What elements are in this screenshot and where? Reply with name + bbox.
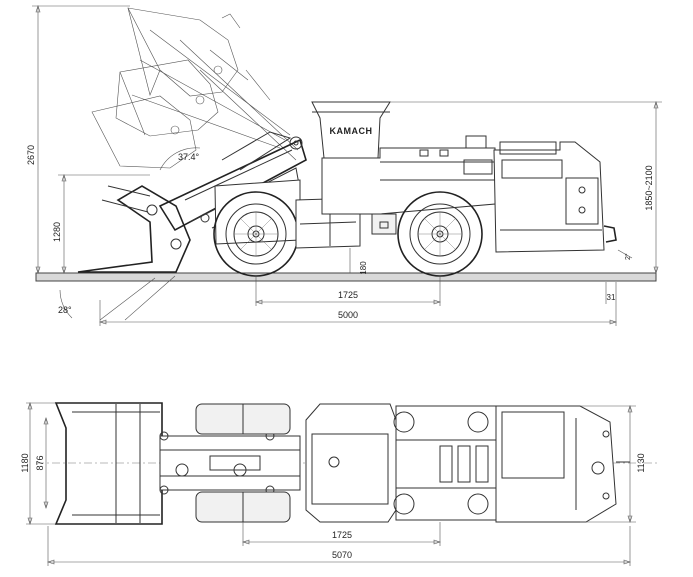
dim-width-inner-label: 876 [35,455,45,470]
dim-total-height-label: 2670 [26,145,36,165]
dim-wheelbase-side: 1725 [255,276,441,306]
side-view: 2670 1280 37.4° 2 [26,5,662,326]
dim-total-height: 2670 [26,5,130,274]
bucket-top [54,402,163,525]
brand-label: KAMACH [330,126,373,136]
dim-lift-height-label: 1280 [52,222,62,242]
dim-lift-height: 1280 [52,174,150,274]
dim-angle-top-label: 37.4° [178,152,200,162]
dim-width-outer-label: 1180 [20,453,30,472]
bucket [77,185,191,273]
raised-bucket-outline [91,7,299,169]
dim-wheelbase-top: 1725 [242,522,441,546]
dim-ground-clearance-label: 180 [359,261,368,275]
boom-linkage-top [159,431,301,495]
dim-rear-height-label: 1850~2100 [644,165,654,210]
dim-length-side-label: 5000 [338,310,358,320]
rear-body-top [393,405,497,521]
dim-rear-offset-label: 31 [607,293,616,302]
rear-engine-section [493,141,617,253]
center-body-top [305,403,397,523]
engine-top [495,405,630,523]
dim-length-top: 5070 [47,526,631,566]
ground-line [35,272,657,282]
dim-rear-height: 1850~2100 2° [390,101,662,274]
dim-rear-small-label: 2° [624,253,632,260]
top-view: 1180 876 [20,402,660,566]
dim-width-rear-label: 1130 [636,453,646,472]
hopper: KAMACH [311,101,391,159]
dim-length-top-label: 5070 [332,550,352,560]
dim-width-rear: 1130 [580,405,646,523]
dim-wheelbase-top-label: 1725 [332,530,352,540]
dim-length-side: 5000 [99,300,617,326]
dim-width-inner: 876 [35,417,49,509]
dim-angle-bottom-label: 28° [58,305,72,315]
dim-wheelbase-side-label: 1725 [338,290,358,300]
